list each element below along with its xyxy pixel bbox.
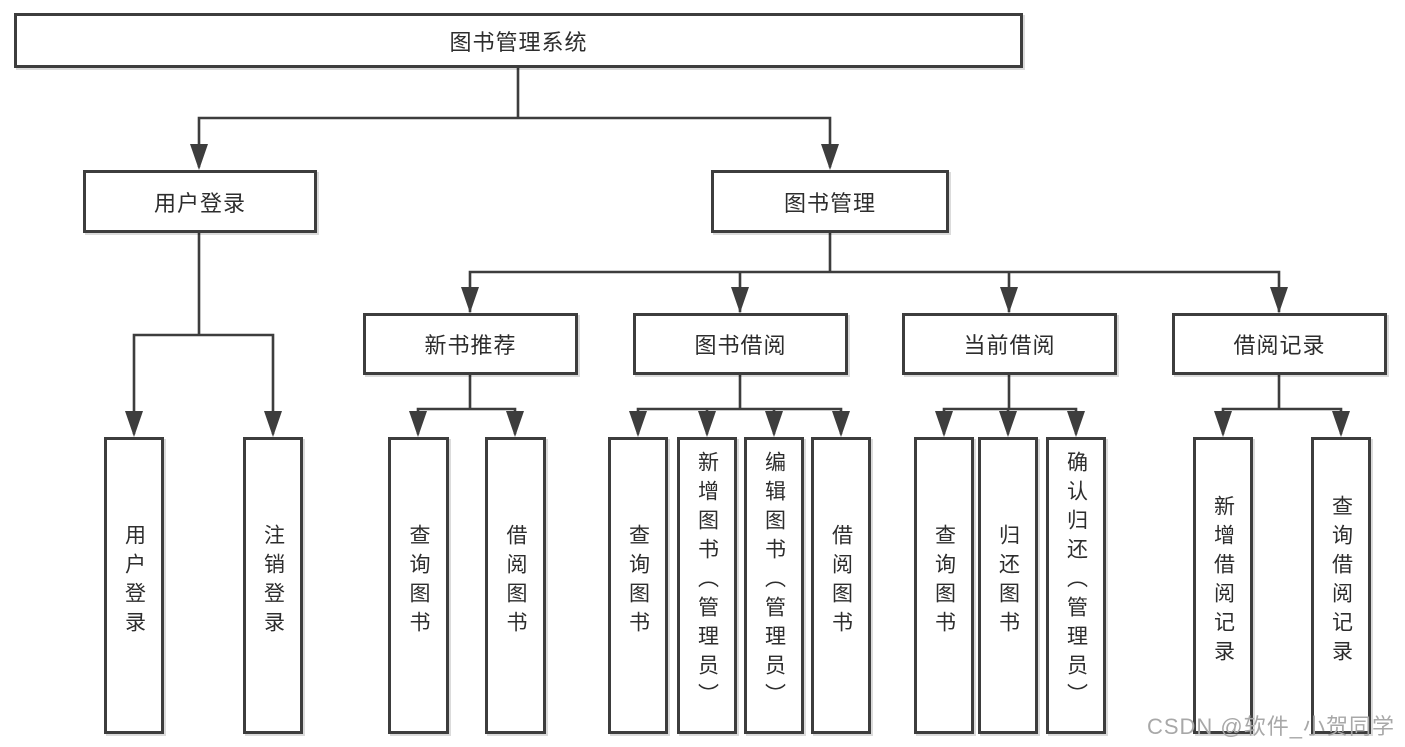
node-current-borrow-label: 当前借阅 <box>963 333 1056 358</box>
leaf-user-login: 用户登录 <box>104 437 164 734</box>
connector-book-management-branch <box>461 231 1288 313</box>
connector-book-borrowing-branch <box>629 373 850 437</box>
leaf-borrowing-edit-book-admin-label: 编辑图书（管理员） <box>762 451 786 712</box>
connector-current-borrow-branch <box>935 373 1085 437</box>
node-current-borrow: 当前借阅 <box>902 313 1117 375</box>
node-book-borrowing-label: 图书借阅 <box>694 333 787 358</box>
leaf-current-confirm-return-admin-label: 确认归还（管理员） <box>1064 451 1088 712</box>
node-new-book-recommend-label: 新书推荐 <box>424 333 517 358</box>
leaf-user-login-label: 用户登录 <box>122 523 146 640</box>
leaf-current-query-book-label: 查询图书 <box>932 523 956 640</box>
node-borrow-records-label: 借阅记录 <box>1233 333 1326 358</box>
leaf-records-query-record-label: 查询借阅记录 <box>1329 494 1353 669</box>
node-book-borrowing: 图书借阅 <box>633 313 848 375</box>
leaf-borrowing-query-book-label: 查询图书 <box>626 523 650 640</box>
node-user-login: 用户登录 <box>83 170 317 233</box>
leaf-logout-label: 注销登录 <box>261 523 285 640</box>
leaf-records-add-record: 新增借阅记录 <box>1193 437 1253 734</box>
leaf-borrowing-add-book-admin-label: 新增图书（管理员） <box>695 451 719 712</box>
leaf-recommend-borrow-book-label: 借阅图书 <box>504 523 527 640</box>
leaf-records-query-record: 查询借阅记录 <box>1311 437 1371 734</box>
connector-user-login-branch <box>125 231 282 437</box>
leaf-current-return-book: 归还图书 <box>978 437 1038 734</box>
node-borrow-records: 借阅记录 <box>1172 313 1387 375</box>
leaf-current-confirm-return-admin: 确认归还（管理员） <box>1046 437 1106 734</box>
leaf-recommend-borrow-book: 借阅图书 <box>485 437 546 734</box>
connector-borrow-records-branch <box>1214 373 1350 437</box>
leaf-borrowing-query-book: 查询图书 <box>608 437 668 734</box>
leaf-borrowing-edit-book-admin: 编辑图书（管理员） <box>744 437 804 734</box>
leaf-recommend-query-book-label: 查询图书 <box>407 523 430 640</box>
node-user-login-label: 用户登录 <box>153 190 246 216</box>
node-new-book-recommend: 新书推荐 <box>363 313 578 375</box>
leaf-borrowing-borrow-book: 借阅图书 <box>811 437 871 734</box>
node-root-label: 图书管理系统 <box>449 29 588 55</box>
leaf-borrowing-borrow-book-label: 借阅图书 <box>829 523 853 640</box>
connector-new-book-recommend-branch <box>409 373 524 437</box>
node-root: 图书管理系统 <box>14 13 1023 68</box>
node-book-management-label: 图书管理 <box>783 190 876 216</box>
leaf-records-add-record-label: 新增借阅记录 <box>1211 494 1235 669</box>
node-book-management: 图书管理 <box>711 170 949 233</box>
leaf-current-query-book: 查询图书 <box>914 437 974 734</box>
leaf-logout: 注销登录 <box>243 437 303 734</box>
leaf-recommend-query-book: 查询图书 <box>388 437 449 734</box>
csdn-watermark: CSDN @软件_小贺同学 <box>1146 714 1395 739</box>
connector-root-to-level2 <box>190 66 839 170</box>
leaf-borrowing-add-book-admin: 新增图书（管理员） <box>677 437 737 734</box>
leaf-current-return-book-label: 归还图书 <box>996 523 1020 640</box>
